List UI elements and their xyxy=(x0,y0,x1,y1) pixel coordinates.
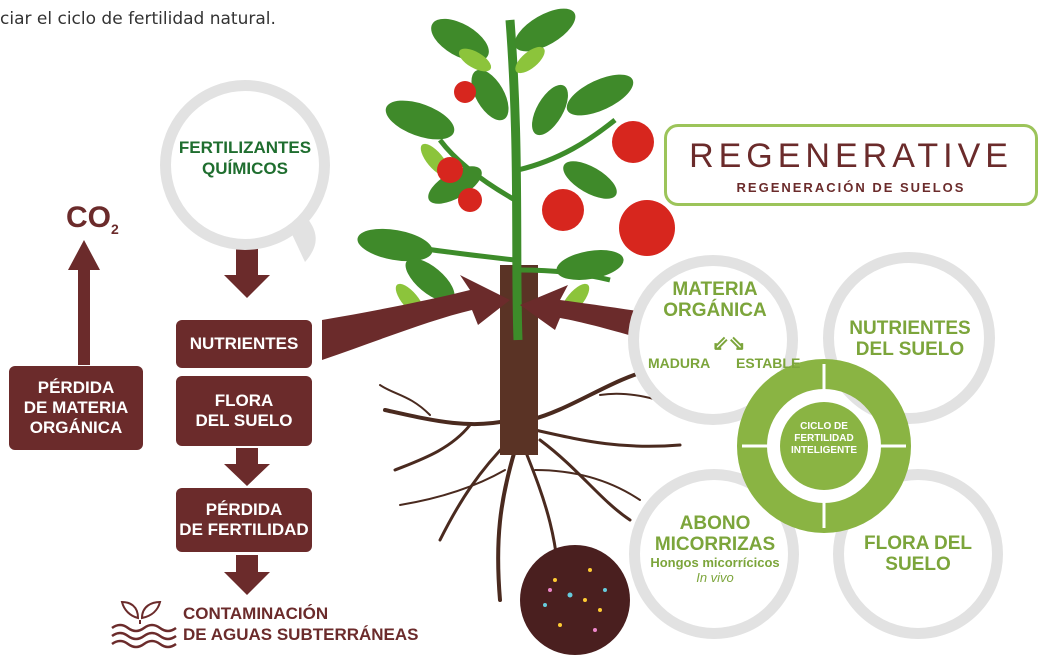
flora-box-line2: DEL SUELO xyxy=(195,411,293,430)
flora-box-line1: FLORA xyxy=(214,391,274,410)
co2-main: CO xyxy=(66,201,111,234)
co2-label: CO2 xyxy=(66,202,119,245)
abono-label: ABONO MICORRIZAS Hongos micorrícicos In … xyxy=(640,513,790,585)
nutrientes-box: NUTRIENTES xyxy=(176,320,312,368)
perdida-materia-line1: PÉRDIDA xyxy=(37,378,115,397)
flora-box: FLORA DEL SUELO xyxy=(176,376,312,446)
abono-line4: In vivo xyxy=(696,570,734,585)
fertilizantes-circle xyxy=(160,80,330,250)
contaminacion-label: CONTAMINACIÓN DE AGUAS SUBTERRÁNEAS xyxy=(183,603,419,645)
ciclo-line1: CICLO DE xyxy=(800,421,848,432)
nutrientes-suelo-label: NUTRIENTES DEL SUELO xyxy=(845,318,975,360)
tomatoes xyxy=(437,81,675,256)
perdida-fertilidad-box: PÉRDIDA DE FERTILIDAD xyxy=(176,488,312,552)
intro-text: ciar el ciclo de fertilidad natural. xyxy=(0,9,276,29)
brand-tagline: REGENERACIÓN DE SUELOS xyxy=(736,180,966,195)
water-waves-icon xyxy=(111,600,177,649)
fertilizantes-line1: FERTILIZANTES xyxy=(178,138,312,157)
arrow-down-3 xyxy=(224,555,270,595)
flora-suelo-line1: FLORA DEL xyxy=(863,533,972,554)
materia-organica-label: MATERIA ORGÁNICA xyxy=(650,279,780,321)
flora-suelo-line2: SUELO xyxy=(885,554,951,575)
perdida-fertilidad-line2: DE FERTILIDAD xyxy=(179,520,309,539)
ciclo-line2: FERTILIDAD xyxy=(794,433,854,444)
abono-line2: MICORRIZAS xyxy=(654,534,776,555)
materia-line2: ORGÁNICA xyxy=(663,300,767,321)
perdida-fertilidad-line1: PÉRDIDA xyxy=(205,500,283,519)
co2-sub: 2 xyxy=(111,221,119,237)
soil-particles xyxy=(553,568,602,627)
split-arrows-icon: ⇙⇘ xyxy=(712,333,746,355)
materia-line1: MATERIA xyxy=(672,279,758,300)
brand-name: REGENERATIVE xyxy=(689,137,1013,175)
ciclo-ring xyxy=(737,359,911,533)
fertilizantes-label: FERTILIZANTES QUÍMICOS xyxy=(165,137,325,179)
abono-circle xyxy=(629,469,799,639)
fertilizantes-line2: QUÍMICOS xyxy=(202,159,288,178)
perdida-materia-line2: DE MATERIA xyxy=(23,398,129,417)
madura-label: MADURA xyxy=(648,355,711,371)
soil-microscope-circle xyxy=(520,545,630,655)
nutrientes-suelo-line1: NUTRIENTES xyxy=(849,318,971,339)
co2-up-arrow xyxy=(68,240,100,365)
abono-line1: ABONO xyxy=(679,513,751,534)
contaminacion-line2: DE AGUAS SUBTERRÁNEAS xyxy=(183,625,419,644)
arrow-down-1 xyxy=(224,248,270,298)
contaminacion-line1: CONTAMINACIÓN xyxy=(183,604,329,623)
perdida-materia-line3: ORGÁNICA xyxy=(29,418,123,437)
flora-suelo-label: FLORA DEL SUELO xyxy=(853,533,983,575)
brand-box: REGENERATIVE REGENERACIÓN DE SUELOS xyxy=(664,124,1038,206)
ciclo-line3: INTELIGENTE xyxy=(790,445,858,456)
nutrientes-suelo-line2: DEL SUELO xyxy=(855,339,965,360)
arrow-down-2 xyxy=(224,448,270,486)
perdida-materia-box: PÉRDIDA DE MATERIA ORGÁNICA xyxy=(9,366,143,450)
estable-label: ESTABLE xyxy=(736,355,801,371)
ciclo-label: CICLO DE FERTILIDAD INTELIGENTE xyxy=(784,421,864,457)
abono-line3: Hongos micorrícicos xyxy=(650,555,780,570)
arrow-to-plant-left xyxy=(322,275,510,360)
